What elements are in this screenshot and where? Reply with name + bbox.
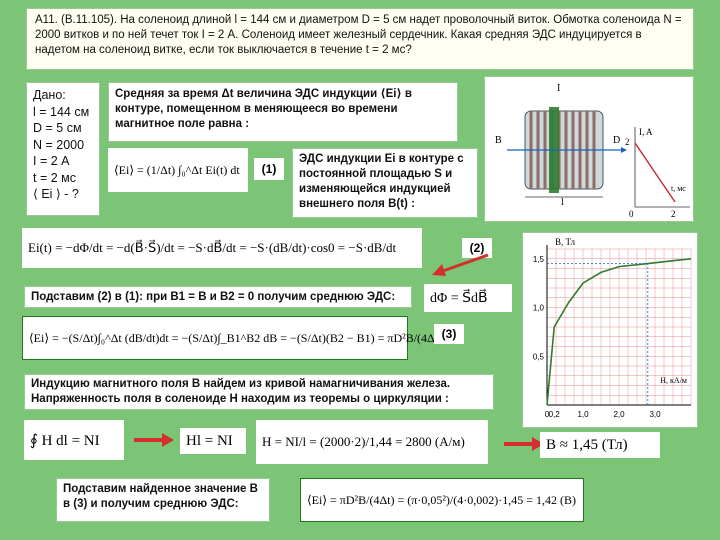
formula-emf-derivation: Ei(t) = −dΦ/dt = −d(B⃗·S⃗)/dt = −S·dB⃗/d… bbox=[22, 228, 422, 268]
formula-average-emf: ⟨Ei⟩ = (1/Δt) ∫₀^Δt Ei(t) dt bbox=[108, 148, 248, 192]
svg-text:2: 2 bbox=[625, 137, 630, 147]
svg-text:0: 0 bbox=[629, 209, 634, 219]
current-decay-line bbox=[634, 142, 676, 203]
y-tick-label: 1,5 bbox=[533, 255, 545, 264]
avg-emf-explanation: Средняя за время Δt величина ЭДС индукци… bbox=[108, 82, 458, 142]
given-box: Дано: l = 144 см D = 5 см N = 2000 I = 2… bbox=[26, 82, 100, 216]
x-tick-label: 3,0 bbox=[649, 410, 661, 419]
final-note: Подставим найденное значение B в (3) и п… bbox=[56, 478, 270, 522]
solenoid-diagram: B D I l I, A 2 t, мс 0 2 bbox=[484, 76, 694, 222]
magnetization-text: Индукцию магнитного поля B найдем из кри… bbox=[24, 374, 494, 410]
x-tick-label: 0,2 bbox=[549, 410, 561, 419]
x-tick-label: 2,0 bbox=[613, 410, 625, 419]
y-tick-label: 0,5 bbox=[533, 352, 545, 361]
hl-equation: Hl = NI bbox=[180, 428, 246, 454]
magnetization-curve bbox=[546, 258, 692, 406]
arrow-to-flux bbox=[432, 253, 489, 276]
formula-label-2: (2) bbox=[462, 238, 492, 258]
arrow-to-b-result bbox=[504, 437, 544, 451]
x-tick-label: 0 bbox=[545, 410, 550, 419]
b-result: B ≈ 1,45 (Тл) bbox=[540, 432, 660, 458]
y-axis-label: B, Тл bbox=[555, 237, 576, 247]
label-b-vector: B bbox=[495, 135, 502, 146]
h-calculation: H = NI/l = (2000·2)/1,44 = 2800 (А/м) bbox=[256, 420, 488, 464]
arrow-to-hl bbox=[134, 433, 174, 447]
svg-text:I, A: I, A bbox=[639, 127, 653, 137]
substitute-text: Подставим (2) в (1): при B1 = B и B2 = 0… bbox=[24, 286, 412, 308]
x-axis-label: H, кА/м bbox=[660, 376, 687, 385]
y-tick-label: 1,0 bbox=[533, 304, 545, 313]
svg-text:l: l bbox=[561, 197, 564, 208]
circulation-theorem: ∮ H dl = NI bbox=[24, 420, 124, 460]
flux-differential: dΦ = S⃗dB⃗ bbox=[424, 284, 512, 312]
formula-label-1: (1) bbox=[254, 158, 284, 180]
solenoid-svg: B D I l I, A 2 t, мс 0 2 bbox=[495, 83, 690, 219]
emf-explanation: ЭДС индукции Ei в контуре с постоянной п… bbox=[292, 148, 478, 218]
svg-text:D: D bbox=[613, 135, 620, 146]
problem-statement: А11. (В.11.105). На соленоид длиной l = … bbox=[26, 8, 694, 70]
formula-label-3: (3) bbox=[434, 324, 464, 344]
final-formula: ⟨Ei⟩ = πD²B/(4Δt) = (π·0,05²)/(4·0,002)·… bbox=[300, 478, 584, 522]
svg-text:I: I bbox=[557, 83, 560, 94]
formula-average-emf-result: ⟨Ei⟩ = −(S/Δt)∫₀^Δt (dB/dt)dt = −(S/Δt)∫… bbox=[22, 316, 442, 360]
x-tick-label: 1,0 bbox=[577, 410, 589, 419]
svg-text:t, мс: t, мс bbox=[671, 184, 686, 193]
svg-text:2: 2 bbox=[671, 209, 676, 219]
